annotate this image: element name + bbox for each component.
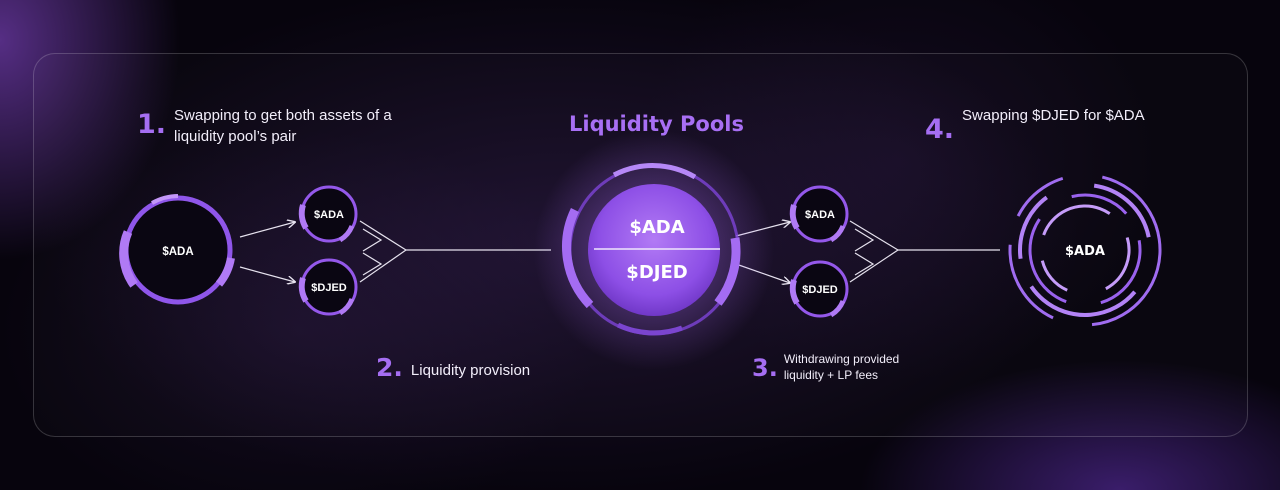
chevron-right-top <box>854 228 875 252</box>
left-djed-label: $DJED <box>311 282 347 294</box>
merge-right-bottom <box>849 249 899 283</box>
source-ring-accent-right <box>215 257 235 287</box>
right-djed-coin: $DJED <box>789 260 849 318</box>
step-1: 1. Swapping to get both assets of a liqu… <box>137 106 447 147</box>
pool-djed-label: $DJED <box>626 262 687 283</box>
step-1-number: 1. <box>137 109 167 140</box>
step-4: 4. Swapping $DJED for $ADA <box>925 106 1155 143</box>
merge-right-top <box>849 220 899 251</box>
merge-left-top <box>359 220 407 251</box>
step-4-number: 4. <box>925 114 955 145</box>
pool-ada-label: $ADA <box>629 217 684 238</box>
pool-ring-accent-left <box>562 208 594 309</box>
source-ring-accent-top <box>151 194 179 205</box>
source-ring-accent-left <box>119 230 138 288</box>
left-ada-coin: $ADA <box>298 185 358 243</box>
step-2-text: Liquidity provision <box>410 362 531 379</box>
arrow-source-to-ada <box>239 222 295 238</box>
result-ada-label: $ADA <box>1065 244 1105 259</box>
step-2: 2. Liquidity provision <box>376 355 606 382</box>
diagram-frame <box>33 53 1248 437</box>
pool-ring-accent-top <box>612 163 697 180</box>
step-3-number: 3. <box>752 354 778 382</box>
chevron-left-top <box>362 228 383 252</box>
diagram-title: Liquidity Pools <box>569 112 744 136</box>
merge-left-bottom <box>359 249 407 283</box>
step-2-number: 2. <box>376 353 403 382</box>
right-ada-label: $ADA <box>805 209 835 221</box>
left-djed-coin: $DJED <box>298 258 358 316</box>
pool-ring-accent-right <box>714 237 741 306</box>
step-3: 3. Withdrawing provided liquidity + LP f… <box>752 352 952 383</box>
left-ada-label: $ADA <box>314 209 344 221</box>
right-ada-coin: $ADA <box>789 185 849 243</box>
source-ada-coin: $ADA <box>119 194 235 305</box>
liquidity-pool-coin: $ADA $DJED <box>534 130 774 370</box>
connectors <box>239 220 1000 283</box>
result-ada-coin: $ADA <box>1008 173 1162 327</box>
step-4-text: Swapping $DJED for $ADA <box>962 107 1145 124</box>
arrow-source-to-djed <box>239 266 295 282</box>
pool-ring-accent-bottom <box>616 322 683 336</box>
chevron-right-bottom <box>854 252 875 276</box>
right-djed-label: $DJED <box>802 284 838 296</box>
step-3-text: Withdrawing provided liquidity + LP fees <box>783 352 900 382</box>
chevron-left-bottom <box>362 252 383 276</box>
source-ada-label: $ADA <box>162 246 193 258</box>
step-1-text: Swapping to get both assets of a liquidi… <box>174 107 392 145</box>
